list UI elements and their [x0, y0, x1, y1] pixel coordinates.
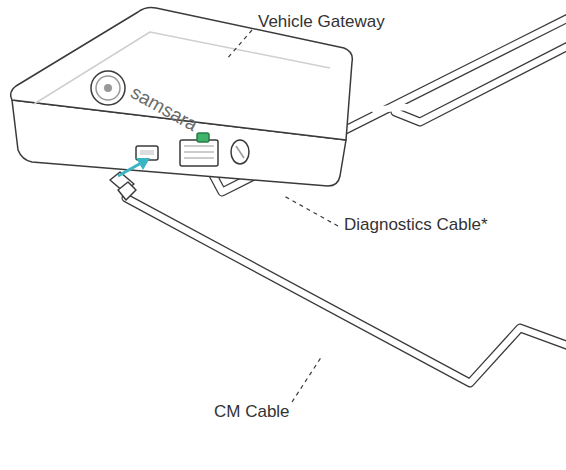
- part-label: CM Cable: [214, 402, 290, 422]
- part-label: Diagnostics Cable*: [344, 215, 488, 235]
- leader-lines: [226, 30, 338, 402]
- usb-plug: [110, 172, 136, 200]
- part-label: Vehicle Gateway: [258, 12, 385, 32]
- insertion-arrow: [118, 158, 150, 176]
- cm-cable: [126, 198, 566, 383]
- vehicle-gateway-housing: [11, 8, 353, 187]
